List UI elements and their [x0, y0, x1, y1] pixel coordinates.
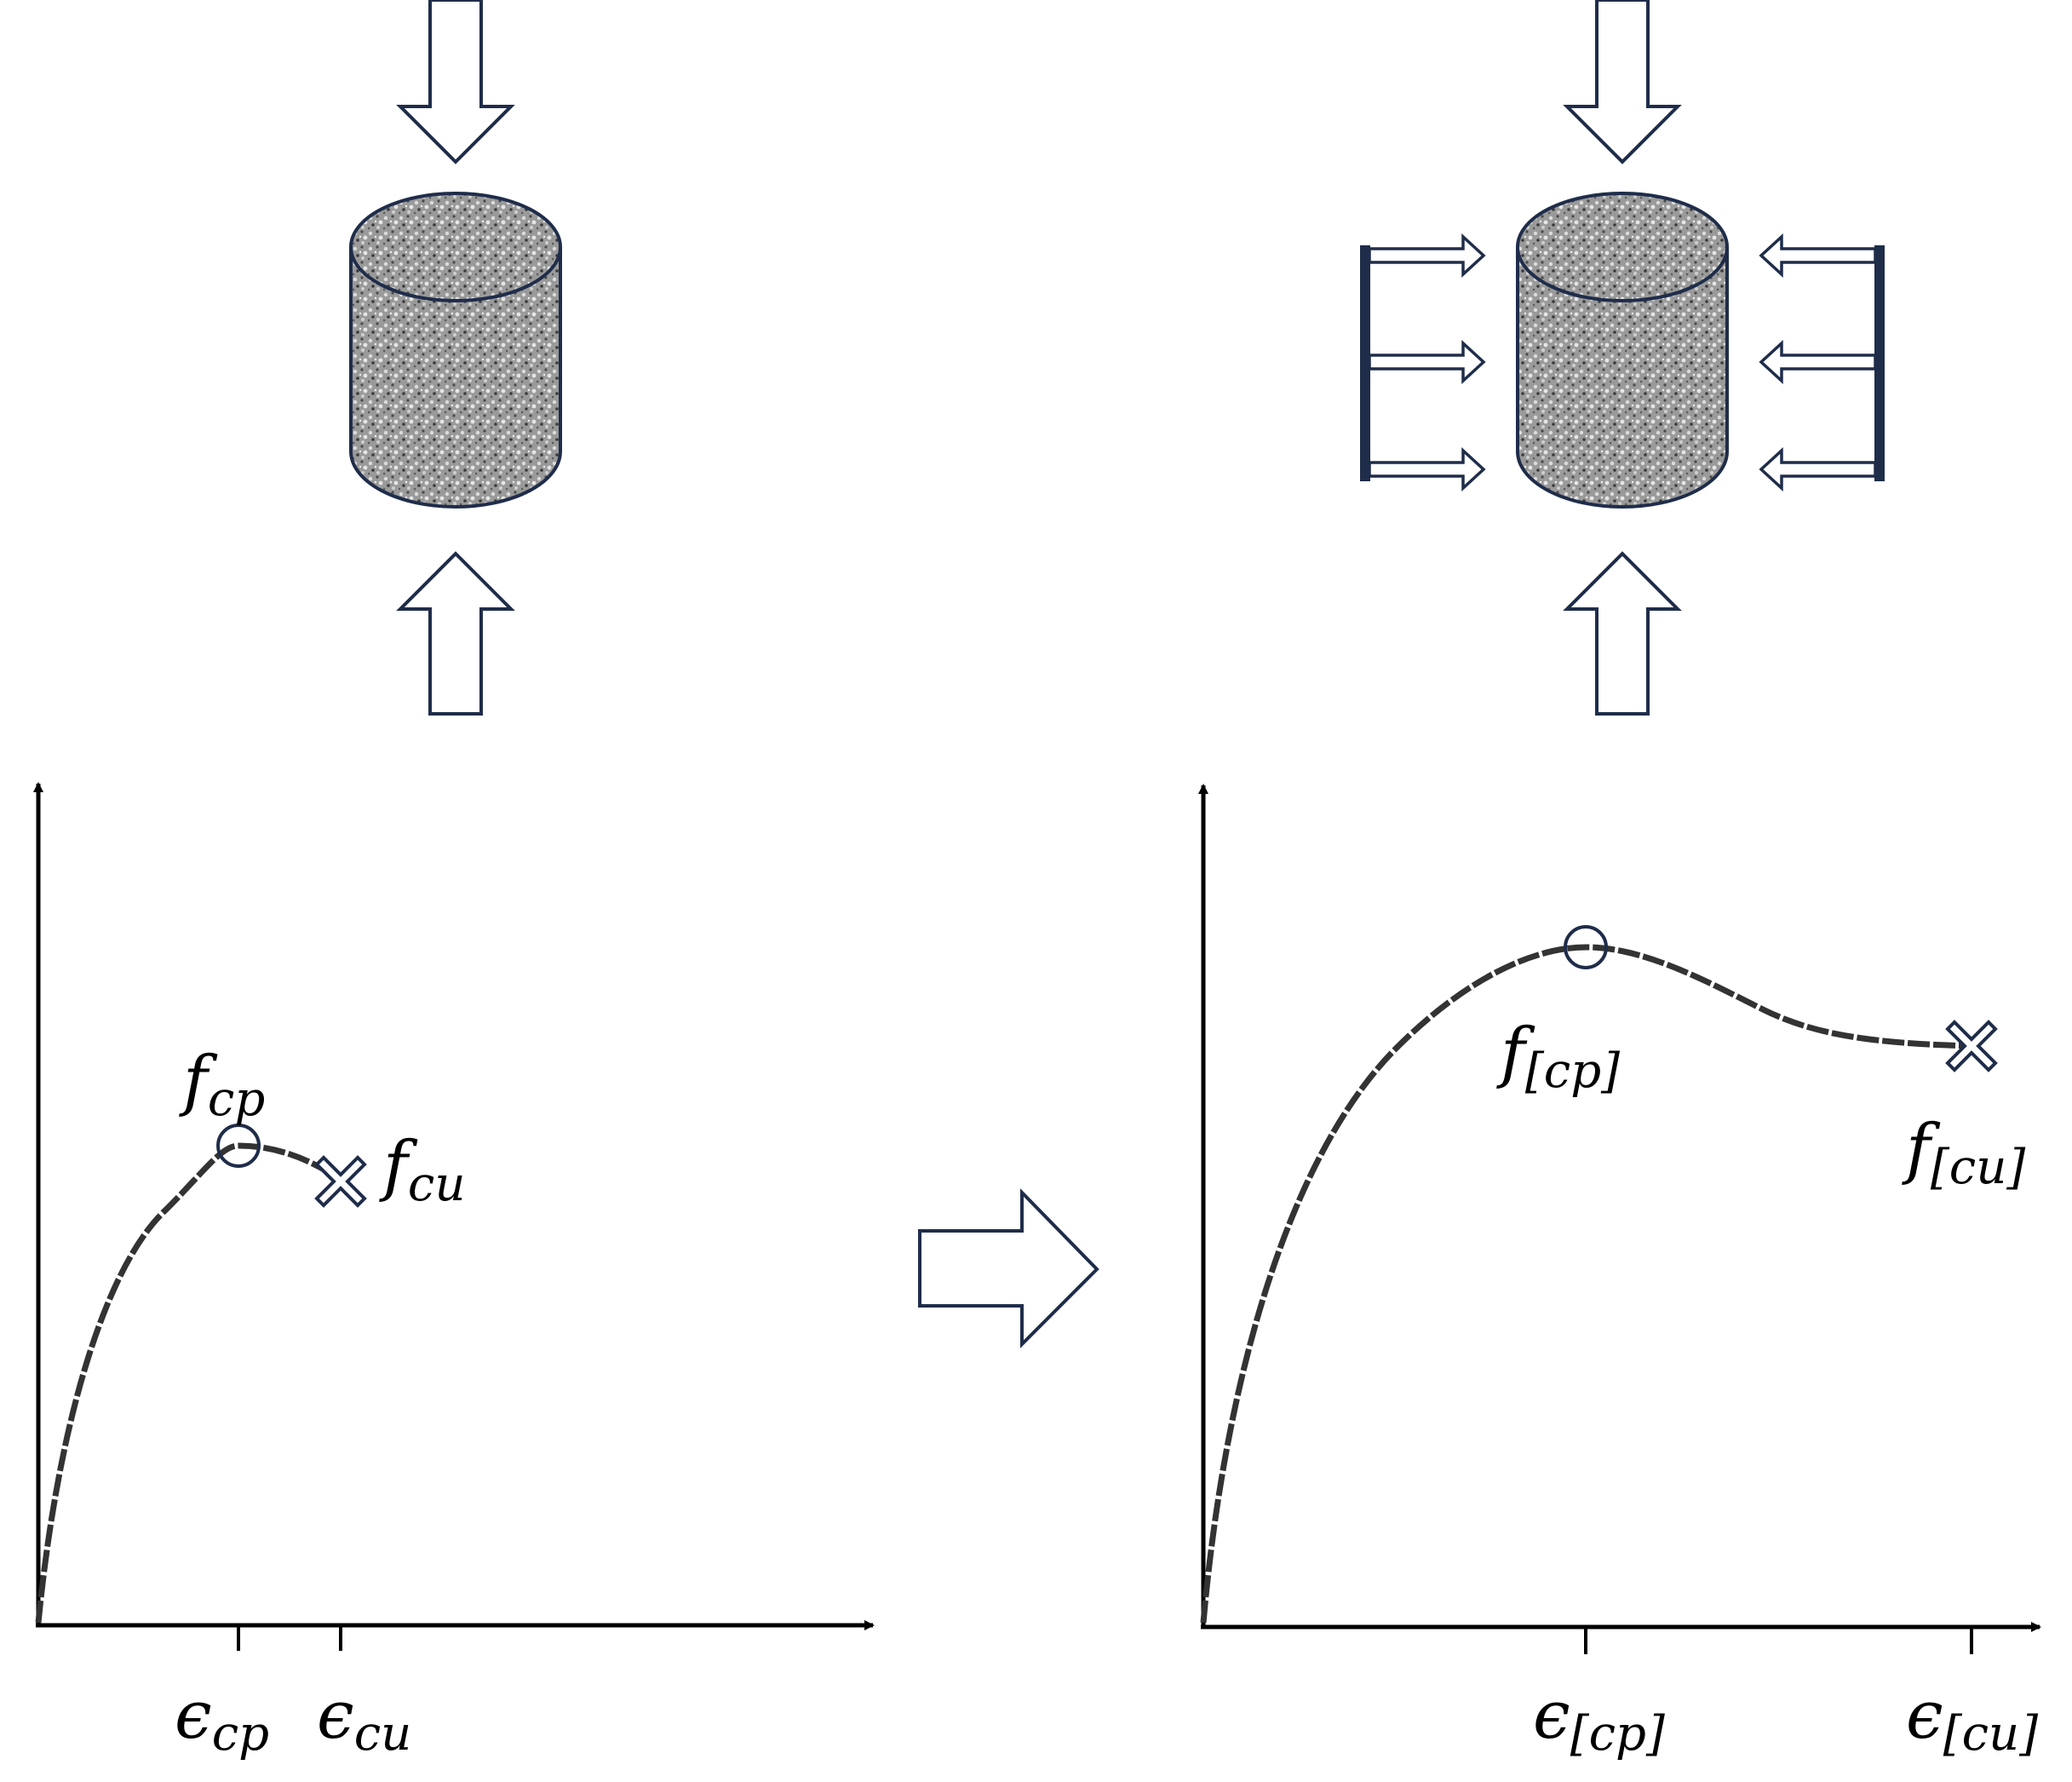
label-ultimate-stress: fcu — [379, 1128, 466, 1212]
confining-pressure-arrow-icon — [1759, 233, 1877, 278]
top-load-arrow-icon — [396, 0, 515, 164]
label-peak-stress: f[cp] — [1496, 1015, 1620, 1099]
x-cross-marker-icon — [314, 1155, 367, 1208]
label-strain-ultimate: ϵcu — [317, 1677, 411, 1762]
confined-stress-strain-chart: f[cp] f[cu] ϵ[cp] ϵ[cu] — [1198, 784, 2041, 1762]
label-peak-stress: fcp — [179, 1043, 265, 1127]
unconfined-stress-strain-chart: fcp fcu ϵcp ϵcu — [33, 782, 875, 1762]
confining-pressure-arrow-icon — [1759, 340, 1877, 384]
top-load-arrow-icon — [1563, 0, 1682, 164]
confining-pressure-arrow-icon — [1368, 447, 1486, 491]
confining-pressure-arrow-icon — [1368, 233, 1486, 278]
confined-specimen-group — [1360, 0, 1885, 716]
bottom-load-arrow-icon — [396, 551, 515, 716]
label-ultimate-stress: f[cu] — [1902, 1111, 2025, 1195]
concrete-cylinder-icon — [349, 192, 562, 509]
unconfined-specimen-group — [349, 0, 562, 716]
x-cross-marker-icon — [1945, 1020, 1998, 1072]
concrete-cylinder-icon — [1516, 192, 1729, 509]
circle-marker-icon — [1564, 925, 1608, 969]
transition-arrow-icon — [918, 1188, 1099, 1348]
stress-strain-curve — [35, 1142, 342, 1624]
confinement-arrows-left — [1368, 233, 1486, 491]
stress-strain-curve — [1200, 944, 1972, 1624]
confinement-arrows-right — [1759, 233, 1877, 491]
label-strain-peak: ϵcp — [175, 1677, 269, 1762]
confining-pressure-arrow-icon — [1759, 447, 1877, 491]
bottom-load-arrow-icon — [1563, 551, 1682, 716]
label-strain-peak: ϵ[cp] — [1533, 1677, 1665, 1762]
circle-marker-icon — [216, 1124, 261, 1168]
confining-pressure-arrow-icon — [1368, 340, 1486, 384]
label-strain-ultimate: ϵ[cu] — [1906, 1677, 2038, 1762]
